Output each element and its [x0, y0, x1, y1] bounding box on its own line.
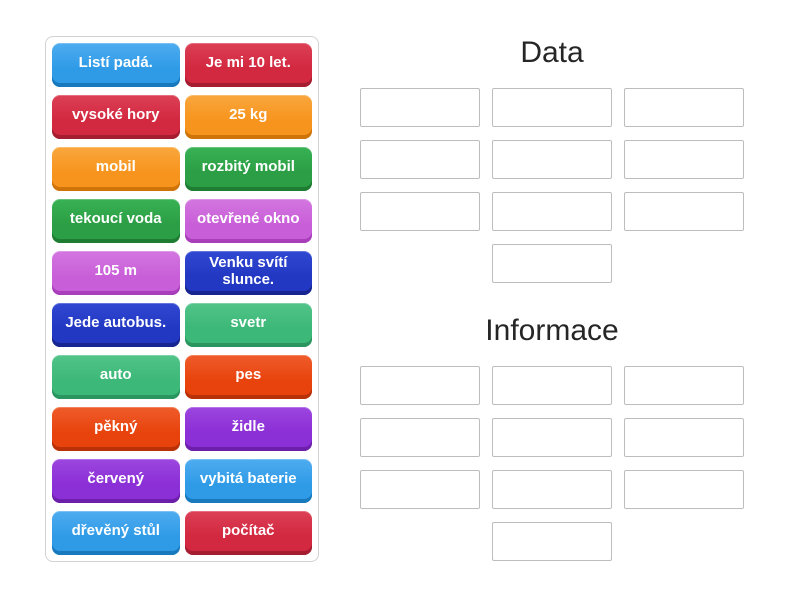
drop-slot[interactable] [492, 192, 612, 231]
group-data-section: Data [360, 30, 744, 283]
group-informace-section: Informace [360, 308, 744, 561]
drop-slot[interactable] [492, 244, 612, 283]
drop-slot[interactable] [360, 418, 480, 457]
drop-slot[interactable] [492, 418, 612, 457]
drop-slot[interactable] [624, 418, 744, 457]
draggable-tile[interactable]: židle [184, 407, 312, 451]
draggable-tile[interactable]: 25 kg [184, 95, 312, 139]
group-title-data: Data [520, 36, 584, 69]
drop-slot[interactable] [360, 140, 480, 179]
slot-grid [360, 366, 744, 561]
draggable-tile[interactable]: vybitá baterie [184, 459, 312, 503]
draggable-tile[interactable]: pes [184, 355, 312, 399]
draggable-tile[interactable]: Venku svítí slunce. [184, 251, 312, 295]
draggable-tile[interactable]: mobil [52, 147, 180, 191]
slot-grid [360, 88, 744, 283]
draggable-tile[interactable]: pěkný [52, 407, 180, 451]
groups-area: Data Informace [360, 30, 744, 586]
drop-slot[interactable] [624, 140, 744, 179]
drop-slot[interactable] [624, 192, 744, 231]
draggable-tile[interactable]: Je mi 10 let. [184, 43, 312, 87]
draggable-tile[interactable]: dřevěný stůl [52, 511, 180, 555]
drop-slot[interactable] [360, 366, 480, 405]
draggable-tile[interactable]: auto [52, 355, 180, 399]
draggable-tile[interactable]: 105 m [52, 251, 180, 295]
drop-slot[interactable] [624, 366, 744, 405]
draggable-tile[interactable]: vysoké hory [52, 95, 180, 139]
draggable-tile[interactable]: Jede autobus. [52, 303, 180, 347]
drop-slot[interactable] [360, 470, 480, 509]
drop-slot[interactable] [624, 470, 744, 509]
draggable-tile[interactable]: svetr [184, 303, 312, 347]
drop-slot[interactable] [360, 192, 480, 231]
drop-slot[interactable] [492, 88, 612, 127]
draggable-tile[interactable]: otevřené okno [184, 199, 312, 243]
group-title-informace: Informace [485, 314, 619, 347]
drop-slot[interactable] [492, 522, 612, 561]
drop-slot[interactable] [492, 470, 612, 509]
drop-slot[interactable] [492, 366, 612, 405]
drop-slot[interactable] [492, 140, 612, 179]
draggable-tile[interactable]: počítač [184, 511, 312, 555]
draggable-tile[interactable]: rozbitý mobil [184, 147, 312, 191]
draggable-tile[interactable]: Listí padá. [52, 43, 180, 87]
draggable-tile[interactable]: červený [52, 459, 180, 503]
draggable-tile[interactable]: tekoucí voda [52, 199, 180, 243]
drop-slot[interactable] [360, 88, 480, 127]
drop-slot[interactable] [624, 88, 744, 127]
